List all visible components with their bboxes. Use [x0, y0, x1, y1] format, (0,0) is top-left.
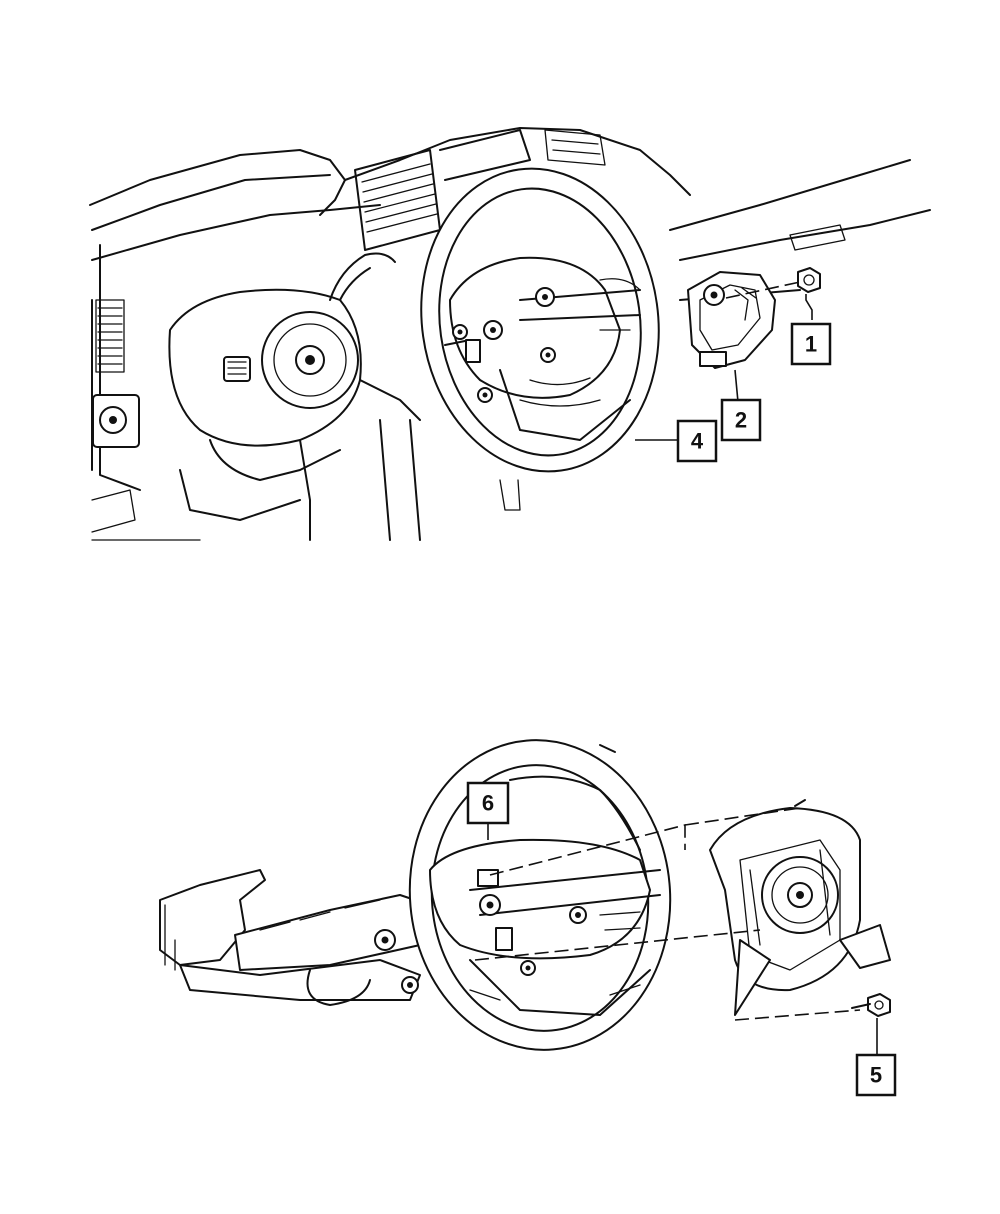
callout-4: 4: [676, 419, 718, 463]
callout-5: 5: [855, 1053, 897, 1097]
airbag-module: [709, 799, 891, 1016]
callout-2: 2: [720, 398, 762, 442]
clockspring-part: [687, 271, 776, 369]
callout-4-label: 4: [691, 429, 704, 454]
bolt-part: [851, 993, 891, 1017]
callout-5-label: 5: [870, 1063, 882, 1088]
callout-1: 1: [790, 322, 832, 366]
dashboard-illustration: [89, 127, 931, 541]
nut-part: [725, 267, 821, 299]
callout-1-label: 1: [805, 332, 817, 357]
callout-6: 6: [466, 781, 510, 825]
steering-wheel-top: [420, 167, 660, 473]
steering-wheel-bottom: [408, 739, 672, 1051]
steering-column-illustration: [159, 869, 431, 1006]
callout-6-label: 6: [482, 791, 494, 816]
callout-2-label: 2: [735, 408, 747, 433]
